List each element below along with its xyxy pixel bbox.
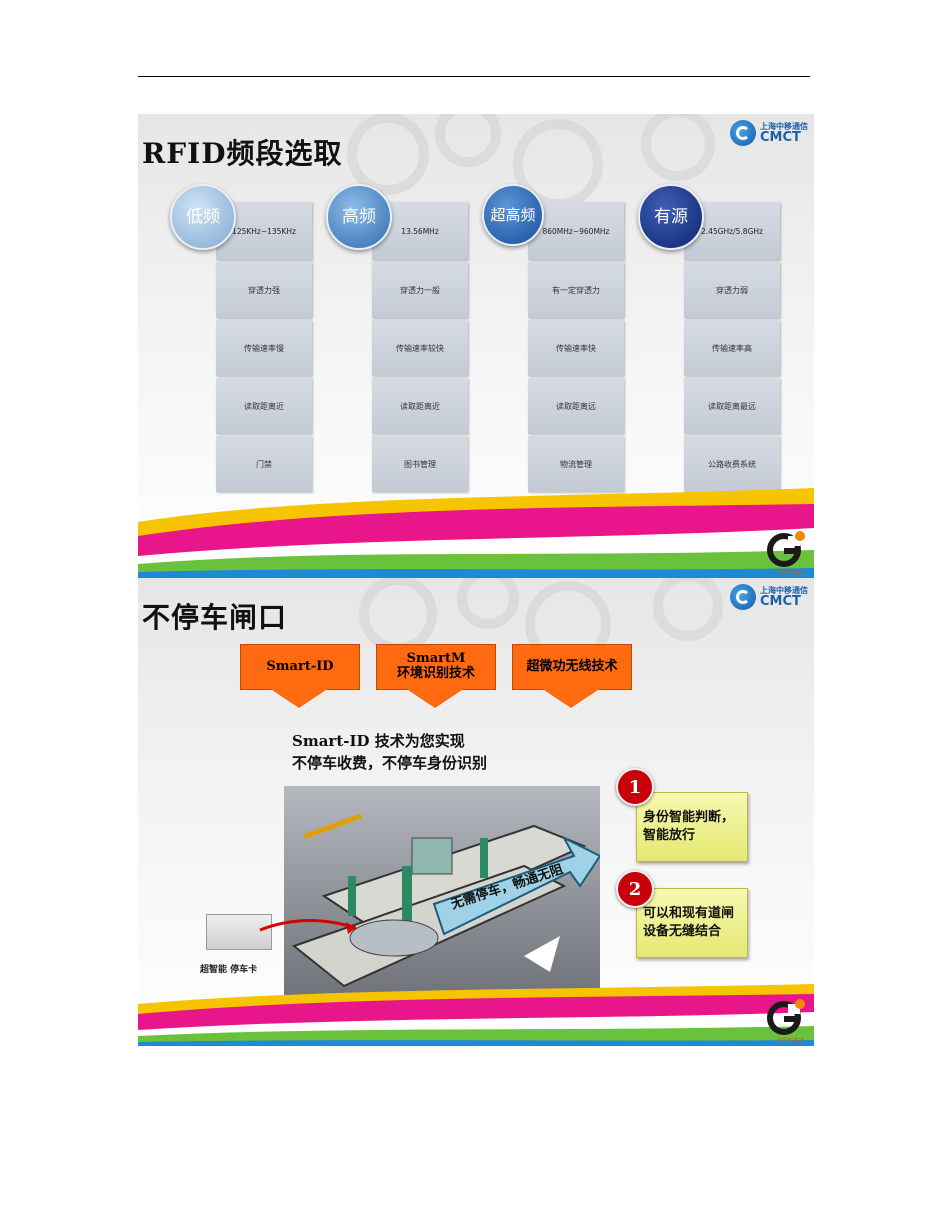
g3-logo-icon: [767, 531, 805, 567]
company-logo: 上海中移通信 CMCT: [730, 584, 808, 610]
feature-box: 可以和现有道闸 设备无缝结合: [636, 888, 748, 958]
arrow-label: Smart-ID: [240, 644, 360, 690]
feature-number-badge: 2: [616, 870, 654, 908]
slide-title: 不停车闸口: [142, 601, 288, 634]
arrow-label: 超微功无线技术: [512, 644, 632, 690]
band-penetration: 穿透力弱: [684, 262, 780, 318]
card-arrow-icon: [259, 919, 357, 934]
g3-logo-icon: [767, 999, 805, 1035]
band-distance: 读取距离远: [528, 378, 624, 434]
band-column-low: 低频 125KHz~135KHz 穿透力强 传输速率慢 读取距离近 门禁: [170, 184, 312, 494]
tech-arrow-smartm: SmartM 环境识别技术: [376, 644, 496, 710]
band-badge: 有源: [638, 184, 704, 250]
band-application: 图书管理: [372, 436, 468, 492]
band-distance: 读取距离近: [372, 378, 468, 434]
description-line: Smart-ID 技术为您实现: [292, 732, 465, 750]
arrow-down-icon: [405, 688, 465, 708]
arrow-label: SmartM 环境识别技术: [376, 644, 496, 690]
band-penetration: 穿透力一般: [372, 262, 468, 318]
footer-caption: 引领3G生活: [776, 1038, 804, 1044]
band-column-high: 高频 13.56MHz 穿透力一般 传输速率较快 读取距离近 图书管理: [326, 184, 468, 494]
page-header-rule: [138, 76, 810, 77]
band-column-active: 有源 2.45GHz/5.8GHz 穿透力弱 传输速率高 读取距离最远 公路收费…: [638, 184, 780, 494]
company-logo: 上海中移通信 CMCT: [730, 120, 808, 146]
band-column-uhf: 超高频 860MHz~960MHz 有一定穿透力 传输速率快 读取距离远 物流管…: [482, 184, 624, 494]
band-application: 公路收费系统: [684, 436, 780, 492]
arrow-down-icon: [269, 688, 329, 708]
cmct-logo-icon: [730, 584, 756, 610]
decorative-color-band: [138, 984, 814, 1046]
band-speed: 传输速率较快: [372, 320, 468, 376]
description: Smart-ID 技术为您实现 不停车收费，不停车身份识别: [292, 730, 487, 774]
band-distance: 读取距离最远: [684, 378, 780, 434]
band-distance: 读取距离近: [216, 378, 312, 434]
cmct-logo-icon: [730, 120, 756, 146]
arrow-down-icon: [541, 688, 601, 708]
band-badge: 超高频: [482, 184, 544, 246]
band-speed: 传输速率快: [528, 320, 624, 376]
background-swirls: [347, 114, 715, 209]
slide-nonstop-gate: 不停车闸口 上海中移通信 CMCT Smart-ID SmartM 环境识别技术…: [138, 578, 814, 1046]
slide-rfid-bands: RFID频段选取 上海中移通信 CMCT 低频 125KHz~135KHz 穿透…: [138, 114, 814, 578]
parking-gate-illustration: [284, 786, 600, 1004]
feature-number-badge: 1: [616, 768, 654, 806]
logo-cn-text: 上海中移通信: [760, 121, 808, 131]
decorative-color-band: [138, 488, 814, 578]
band-penetration: 穿透力强: [216, 262, 312, 318]
band-application: 物流管理: [528, 436, 624, 492]
band-frequency: 860MHz~960MHz: [528, 202, 624, 260]
band-badge: 高频: [326, 184, 392, 250]
logo-en-text: CMCT: [760, 593, 801, 609]
band-speed: 传输速率高: [684, 320, 780, 376]
logo-cn-text: 上海中移通信: [760, 585, 808, 595]
footer-caption: 引领3G生活: [776, 570, 804, 576]
tech-arrow-wireless: 超微功无线技术: [512, 644, 632, 710]
band-penetration: 有一定穿透力: [528, 262, 624, 318]
card-label: 超智能 停车卡: [200, 965, 258, 975]
band-speed: 传输速率慢: [216, 320, 312, 376]
parking-card-image: [206, 914, 272, 950]
slide-title: RFID频段选取: [142, 137, 343, 170]
band-application: 门禁: [216, 436, 312, 492]
tech-arrow-smart-id: Smart-ID: [240, 644, 360, 710]
logo-en-text: CMCT: [760, 129, 801, 145]
band-badge: 低频: [170, 184, 236, 250]
description-line: 不停车收费，不停车身份识别: [292, 754, 488, 772]
feature-box: 身份智能判断， 智能放行: [636, 792, 748, 862]
